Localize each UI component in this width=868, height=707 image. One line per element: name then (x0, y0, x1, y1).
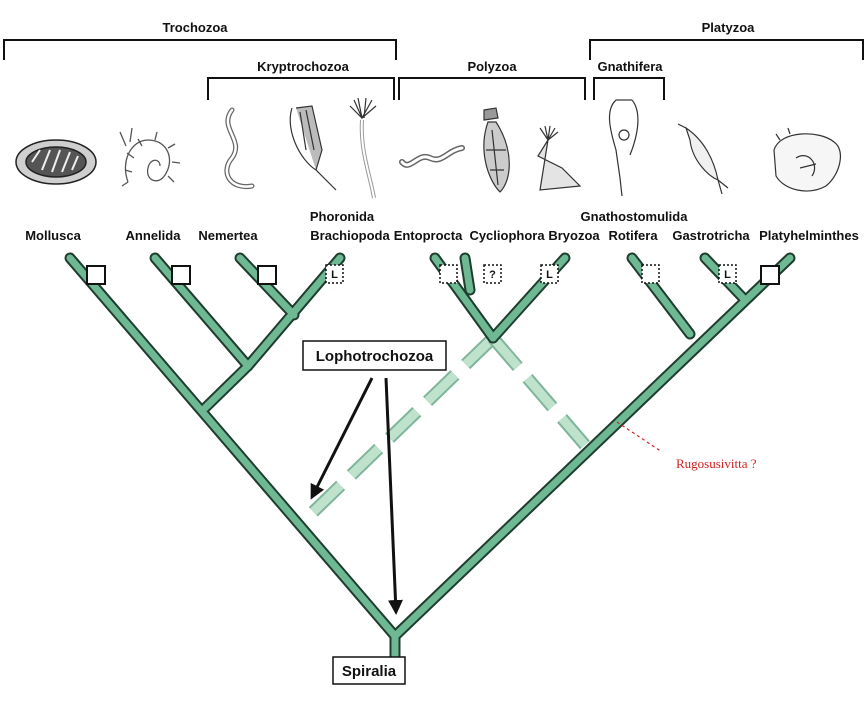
group-label-polyzoa: Polyzoa (467, 59, 517, 74)
branch-cycliophora (461, 254, 474, 294)
taxon-label-rotifera: Rotifera (608, 228, 658, 243)
arrow-to-dashed-node (310, 377, 374, 500)
cycliophora-illustration (483, 107, 510, 193)
mollusca-illustration (15, 139, 97, 185)
larva-box-brachiopoda: L (325, 264, 344, 284)
taxon-label-platyhelminthes: Platyhelminthes (759, 228, 859, 243)
group-label-kryptrochozoa: Kryptrochozoa (257, 59, 350, 74)
taxon-label-mollusca: Mollusca (25, 228, 81, 243)
solid-box-platyhelminthes (760, 265, 780, 285)
branch-kryptrochozoa-stem (201, 362, 252, 412)
branch-nemertea (236, 254, 298, 319)
taxon-label-phoronida: Phoronida (310, 209, 375, 224)
dashed-box-entoprocta (439, 264, 458, 284)
bracket-kryptrochozoa: Kryptrochozoa (207, 59, 395, 100)
nemertea-illustration (224, 107, 255, 190)
branch-mollusca (66, 254, 399, 640)
group-label-platyzoa: Platyzoa (702, 20, 756, 35)
gastrotricha-illustration (677, 123, 729, 195)
larva-marker-label: L (546, 269, 553, 281)
rugosusivitta-annotation: Rugosusivitta ? (616, 421, 757, 471)
taxon-label-entoprocta: Entoprocta (394, 228, 463, 243)
bryozoa-illustration (537, 125, 582, 191)
taxon-label-annelida: Annelida (126, 228, 182, 243)
arrow-to-spiralia-node (384, 377, 403, 615)
larva-box-bryozoa: L (540, 264, 559, 284)
spiralia-box: Spiralia (332, 656, 406, 685)
platyhelminthes-illustration (773, 127, 842, 192)
solid-box-annelida (171, 265, 191, 285)
entoprocta-illustration (399, 145, 465, 168)
larva-marker-label: L (724, 269, 731, 281)
group-label-trochozoa: Trochozoa (162, 20, 228, 35)
larva-marker-label: L (331, 269, 338, 281)
character-boxes: L ? L L (86, 264, 780, 285)
lophotrochozoa-label: Lophotrochozoa (316, 348, 434, 365)
solid-box-mollusca (86, 265, 106, 285)
taxon-label-gnathostomulida: Gnathostomulida (581, 209, 689, 224)
lophotrochozoa-arrows (310, 377, 403, 615)
dashed-box-rotifera (641, 264, 660, 284)
brachiopoda-illustration (349, 97, 377, 199)
lophotrochozoa-box: Lophotrochozoa (302, 340, 447, 371)
rugosusivitta-pointer (616, 421, 663, 453)
taxon-label-cycliophora: Cycliophora (469, 228, 545, 243)
spiralia-label: Spiralia (342, 663, 397, 680)
taxon-label-bryozoa: Bryozoa (548, 228, 600, 243)
phoronida-illustration (289, 105, 337, 191)
taxon-label-gastrotricha: Gastrotricha (672, 228, 750, 243)
unknown-box-cycliophora: ? (483, 264, 502, 284)
group-label-gnathifera: Gnathifera (597, 59, 663, 74)
taxon-labels: Mollusca Annelida Nemertea Phoronida Bra… (25, 209, 859, 243)
dashed-branches (305, 333, 590, 520)
branch-rotifera (628, 254, 694, 338)
branch-platyhelminthes (391, 254, 794, 640)
branch-annelida (151, 254, 252, 370)
bracket-platyzoa: Platyzoa (589, 20, 864, 60)
larva-box-gastrotricha: L (718, 264, 737, 284)
taxon-label-nemertea: Nemertea (198, 228, 258, 243)
bracket-trochozoa: Trochozoa (3, 20, 397, 60)
bracket-polyzoa: Polyzoa (398, 59, 586, 100)
solid-box-nemertea (257, 265, 277, 285)
rugosusivitta-label: Rugosusivitta ? (676, 456, 757, 471)
taxon-label-brachiopoda: Brachiopoda (310, 228, 390, 243)
gnathostomulida-illustration (608, 99, 639, 197)
bracket-gnathifera: Gnathifera (593, 59, 665, 100)
unknown-marker-label: ? (489, 269, 496, 281)
annelida-illustration (119, 127, 181, 187)
